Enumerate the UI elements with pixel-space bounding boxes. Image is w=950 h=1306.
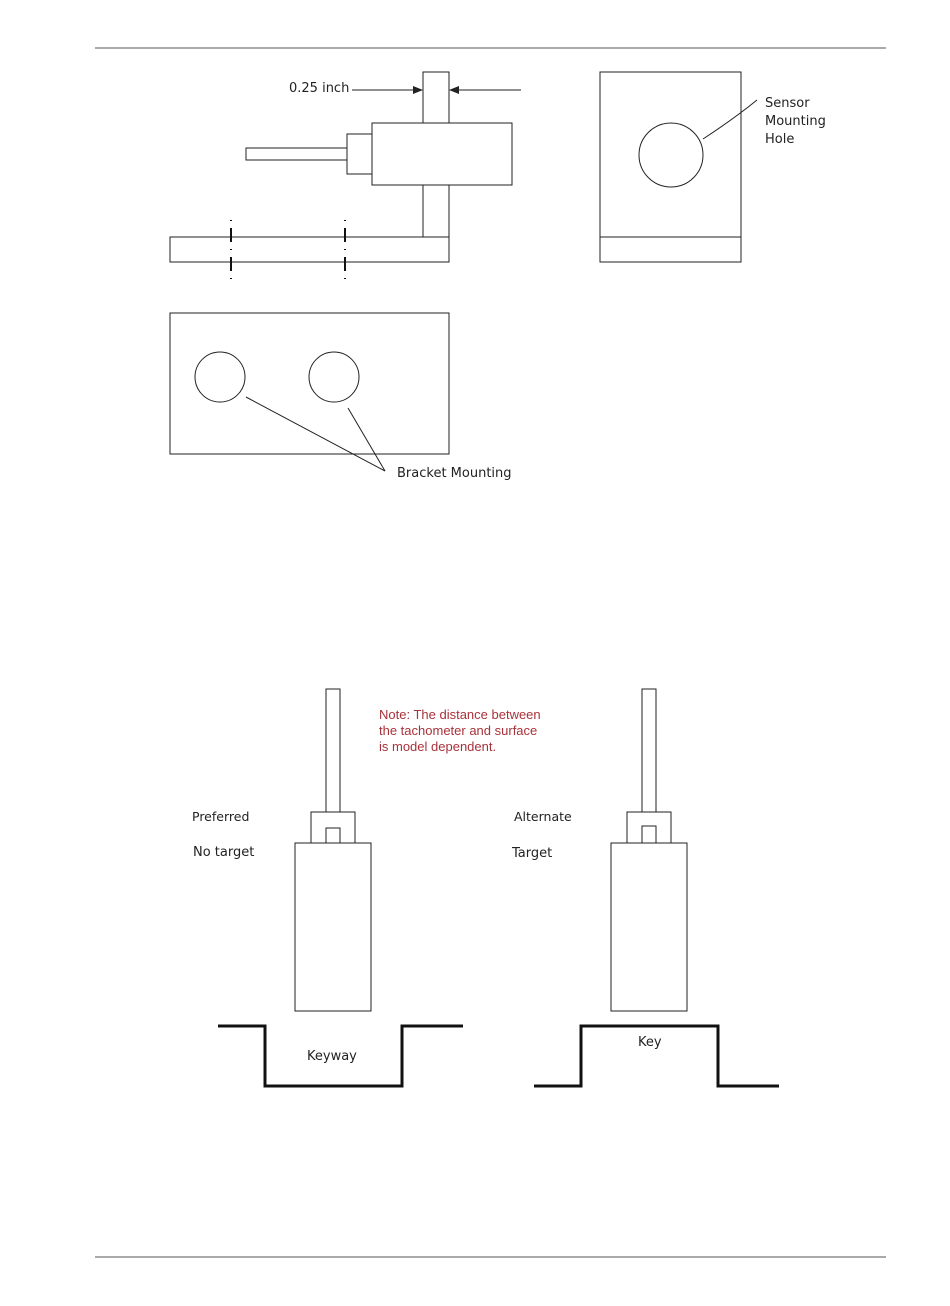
alternate-installation: Alternate Target Key — [511, 689, 779, 1086]
tachometer-body — [295, 843, 371, 1011]
bracket-top-view: Bracket Mounting — [170, 313, 512, 481]
sensor-body — [372, 123, 512, 185]
thickness-arrowhead-right — [449, 86, 459, 94]
upright-front-face — [600, 72, 741, 262]
sensor-shaft — [246, 148, 347, 160]
tachometer-body — [611, 843, 687, 1011]
sensor-hole-label: Sensor Mounting Hole — [765, 96, 830, 147]
thickness-arrowhead-left — [413, 86, 423, 94]
keyway-label: Keyway — [307, 1049, 357, 1064]
bracket-base-plate — [170, 237, 449, 262]
bracket-front-view: Sensor Mounting Hole — [600, 72, 830, 262]
no-target-label: No target — [193, 845, 254, 860]
tachometer-shaft — [326, 689, 340, 812]
alternate-heading: Alternate — [514, 809, 572, 824]
sensor-nut — [347, 134, 372, 174]
key-label: Key — [638, 1035, 662, 1050]
preferred-heading: Preferred — [192, 809, 249, 824]
thickness-label: 0.25 inch — [289, 81, 349, 96]
bracket-side-view: 0.25 inch — [170, 72, 521, 284]
tachometer-nut-slot — [326, 828, 340, 843]
target-label: Target — [511, 846, 552, 861]
distance-note: Note: The distance between the tachomete… — [379, 707, 544, 754]
tachometer-nut-slot — [642, 826, 656, 843]
tachometer-shaft — [642, 689, 656, 812]
bracket-mounting-label: Bracket Mounting — [397, 466, 512, 481]
